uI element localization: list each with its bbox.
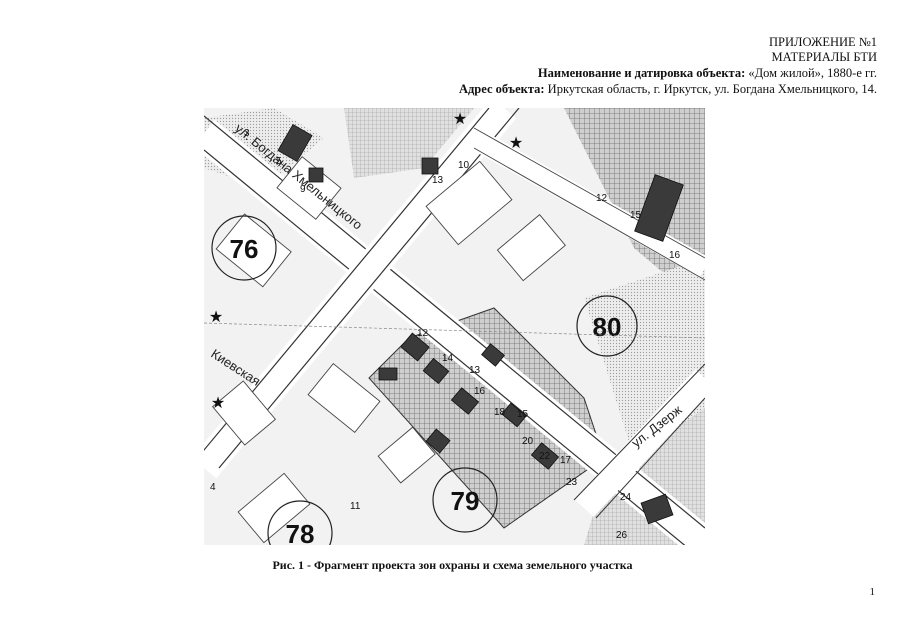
- house-number: 24: [620, 492, 632, 503]
- appendix-title: ПРИЛОЖЕНИЕ №1: [768, 35, 877, 49]
- house-number: 10: [458, 160, 470, 171]
- object-address-label: Адрес объекта:: [458, 82, 545, 96]
- street-dzerzhinsky: [574, 369, 705, 517]
- bti-materials-title: МАТЕРИАЛЫ БТИ: [771, 50, 878, 64]
- object-name-line: Наименование и датировка объекта: «Дом ж…: [538, 65, 877, 81]
- object-address-line: Адрес объекта: Иркутская область, г. Ирк…: [459, 81, 877, 97]
- zone-circle-78: [267, 500, 333, 545]
- zone-circle-76: [211, 215, 277, 281]
- house-number: 13: [432, 175, 444, 186]
- house-number: 9: [300, 184, 306, 195]
- zone-circle-79: [432, 467, 498, 533]
- house-number: 16: [669, 250, 681, 261]
- house-number: 18: [494, 407, 506, 418]
- street-diagonal-top: [468, 128, 705, 278]
- object-name-label: Наименование и датировка объекта:: [537, 66, 746, 80]
- house-number: 16: [474, 386, 486, 397]
- zone-label-78: 78: [286, 519, 315, 545]
- monument-star-icon: ★: [209, 307, 223, 326]
- protection-zone-map: 76 80 79 78 ул. Богдана Хмельницкого Кие…: [204, 108, 705, 545]
- house-number: 20: [522, 436, 534, 447]
- house-number: 17: [560, 455, 572, 466]
- house-number: 15: [517, 409, 529, 420]
- monument-star-icon: ★: [453, 109, 467, 128]
- house-number: 12: [596, 193, 608, 204]
- object-address-value: Иркутская область, г. Иркутск, ул. Богда…: [544, 82, 877, 96]
- house-number: 15: [630, 210, 642, 221]
- zone-circle-80: [576, 295, 638, 357]
- object-name-value: «Дом жилой», 1880-е гг.: [745, 66, 877, 80]
- page-number: 1: [869, 586, 876, 598]
- house-number: 23: [566, 477, 578, 488]
- house-number: 26: [616, 530, 628, 541]
- figure-caption: Рис. 1 - Фрагмент проекта зон охраны и с…: [272, 558, 633, 572]
- zone-label-79: 79: [451, 486, 480, 516]
- house-number: 3: [244, 128, 250, 139]
- zone-top-middle: [344, 108, 474, 178]
- house-number: 5: [276, 156, 282, 167]
- house-number: 4: [210, 482, 216, 493]
- monument-star-icon: ★: [211, 393, 225, 412]
- house-number: 12: [417, 328, 429, 339]
- house-number: 22: [539, 451, 551, 462]
- zone-label-76: 76: [230, 234, 259, 264]
- monument-star-icon: ★: [509, 133, 523, 152]
- zone-label-80: 80: [593, 312, 622, 342]
- house-number: 11: [350, 501, 361, 512]
- house-number: 14: [442, 353, 454, 364]
- house-number: 13: [469, 365, 481, 376]
